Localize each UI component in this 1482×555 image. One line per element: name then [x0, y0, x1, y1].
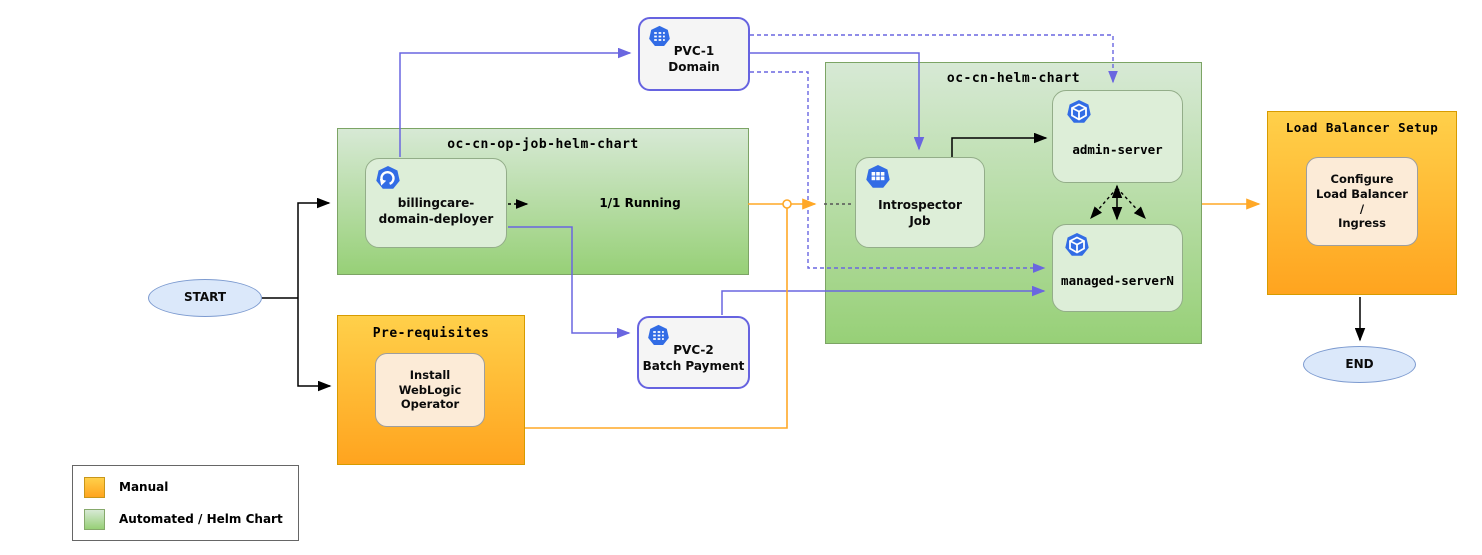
node-pvc-2-batch-payment: PVC-2 Batch Payment	[637, 316, 750, 389]
group-title: Load Balancer Setup	[1285, 120, 1439, 135]
node-billingcare-domain-deployer: billingcare- domain-deployer	[365, 158, 507, 248]
group-title: oc-cn-op-job-helm-chart	[447, 137, 639, 152]
job-icon	[866, 165, 890, 188]
legend-label: Manual	[119, 480, 169, 494]
legend-label: Automated / Helm Chart	[119, 512, 283, 526]
group-title: oc-cn-helm-chart	[946, 71, 1081, 86]
node-admin-server: admin-server	[1052, 90, 1183, 183]
end-terminator: END	[1303, 346, 1416, 383]
group-title: Pre-requisites	[372, 326, 490, 341]
pod-icon	[1065, 233, 1089, 256]
node-label: Install WebLogic Operator	[398, 367, 462, 412]
start-terminator: START	[148, 279, 262, 317]
edge-start-to-prerequisites	[297, 298, 332, 392]
edge-start-to-op-job-chart	[297, 197, 331, 298]
orange-junction-dot	[782, 199, 792, 209]
running-status-label: 1/1 Running	[599, 196, 681, 210]
manual-color-swatch	[84, 476, 105, 498]
node-label: managed-serverN	[1061, 272, 1174, 288]
node-label: admin-server	[1072, 142, 1163, 157]
pvc-icon	[649, 25, 670, 47]
node-managed-serverN: managed-serverN	[1052, 224, 1183, 312]
node-label: PVC-1 Domain	[668, 44, 720, 74]
node-introspector-job: Introspector Job	[855, 157, 985, 248]
legend: Manual Automated / Helm Chart	[72, 465, 299, 541]
start-label: START	[183, 290, 227, 305]
pvc-icon	[648, 324, 669, 346]
node-label: billingcare- domain-deployer	[378, 196, 494, 226]
end-label: END	[1345, 356, 1374, 371]
group-pre-requisites: Pre-requisites	[337, 315, 525, 465]
node-pvc-1-domain: PVC-1 Domain	[638, 17, 750, 91]
node-configure-load-balancer: Configure Load Balancer / Ingress	[1306, 157, 1418, 246]
deployment-icon	[376, 166, 400, 189]
pod-icon	[1067, 100, 1091, 123]
legend-item-automated: Automated / Helm Chart	[84, 508, 298, 530]
node-label: Configure Load Balancer / Ingress	[1316, 171, 1408, 231]
automated-color-swatch	[84, 508, 105, 530]
node-install-weblogic-operator: Install WebLogic Operator	[375, 353, 485, 427]
legend-item-manual: Manual	[84, 476, 298, 498]
